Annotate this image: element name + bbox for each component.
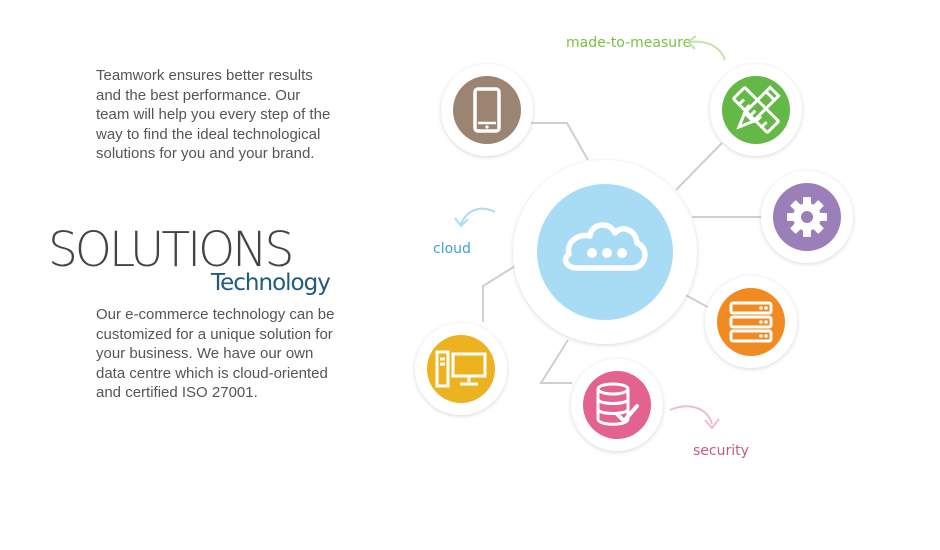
made-to-measure-label: made-to-measure	[566, 35, 691, 51]
cloud-icon	[562, 222, 648, 271]
database-node	[571, 359, 663, 451]
ecommerce-paragraph: Our e-commerce technology can be customi…	[96, 306, 335, 402]
security-label: security	[693, 443, 749, 459]
mobile-node	[441, 64, 533, 156]
connector-lines	[482, 122, 762, 384]
server-icon	[729, 301, 773, 343]
desktop-node	[415, 323, 507, 415]
made-to-measure-label-group: made-to-measure	[566, 35, 726, 61]
desktop-computer-icon	[435, 350, 487, 388]
center-cloud-node	[513, 160, 697, 344]
gear-icon	[787, 197, 827, 237]
design-node	[710, 64, 802, 156]
curved-arrow-icon	[689, 40, 726, 61]
database-check-icon	[596, 382, 639, 426]
cloud-label-group: cloud	[433, 207, 496, 257]
technology-subtitle: Technology	[211, 270, 331, 296]
settings-node	[761, 171, 853, 263]
server-node	[705, 276, 797, 368]
smartphone-icon	[473, 87, 501, 133]
pencil-ruler-icon	[732, 85, 781, 134]
curved-arrow-icon	[669, 405, 713, 425]
intro-paragraph: Teamwork ensures better results and the …	[96, 67, 331, 163]
solutions-title: SOLUTIONS	[48, 222, 294, 278]
security-label-group: security	[669, 405, 749, 459]
cloud-label: cloud	[433, 241, 471, 257]
curved-arrow-icon	[460, 207, 496, 225]
